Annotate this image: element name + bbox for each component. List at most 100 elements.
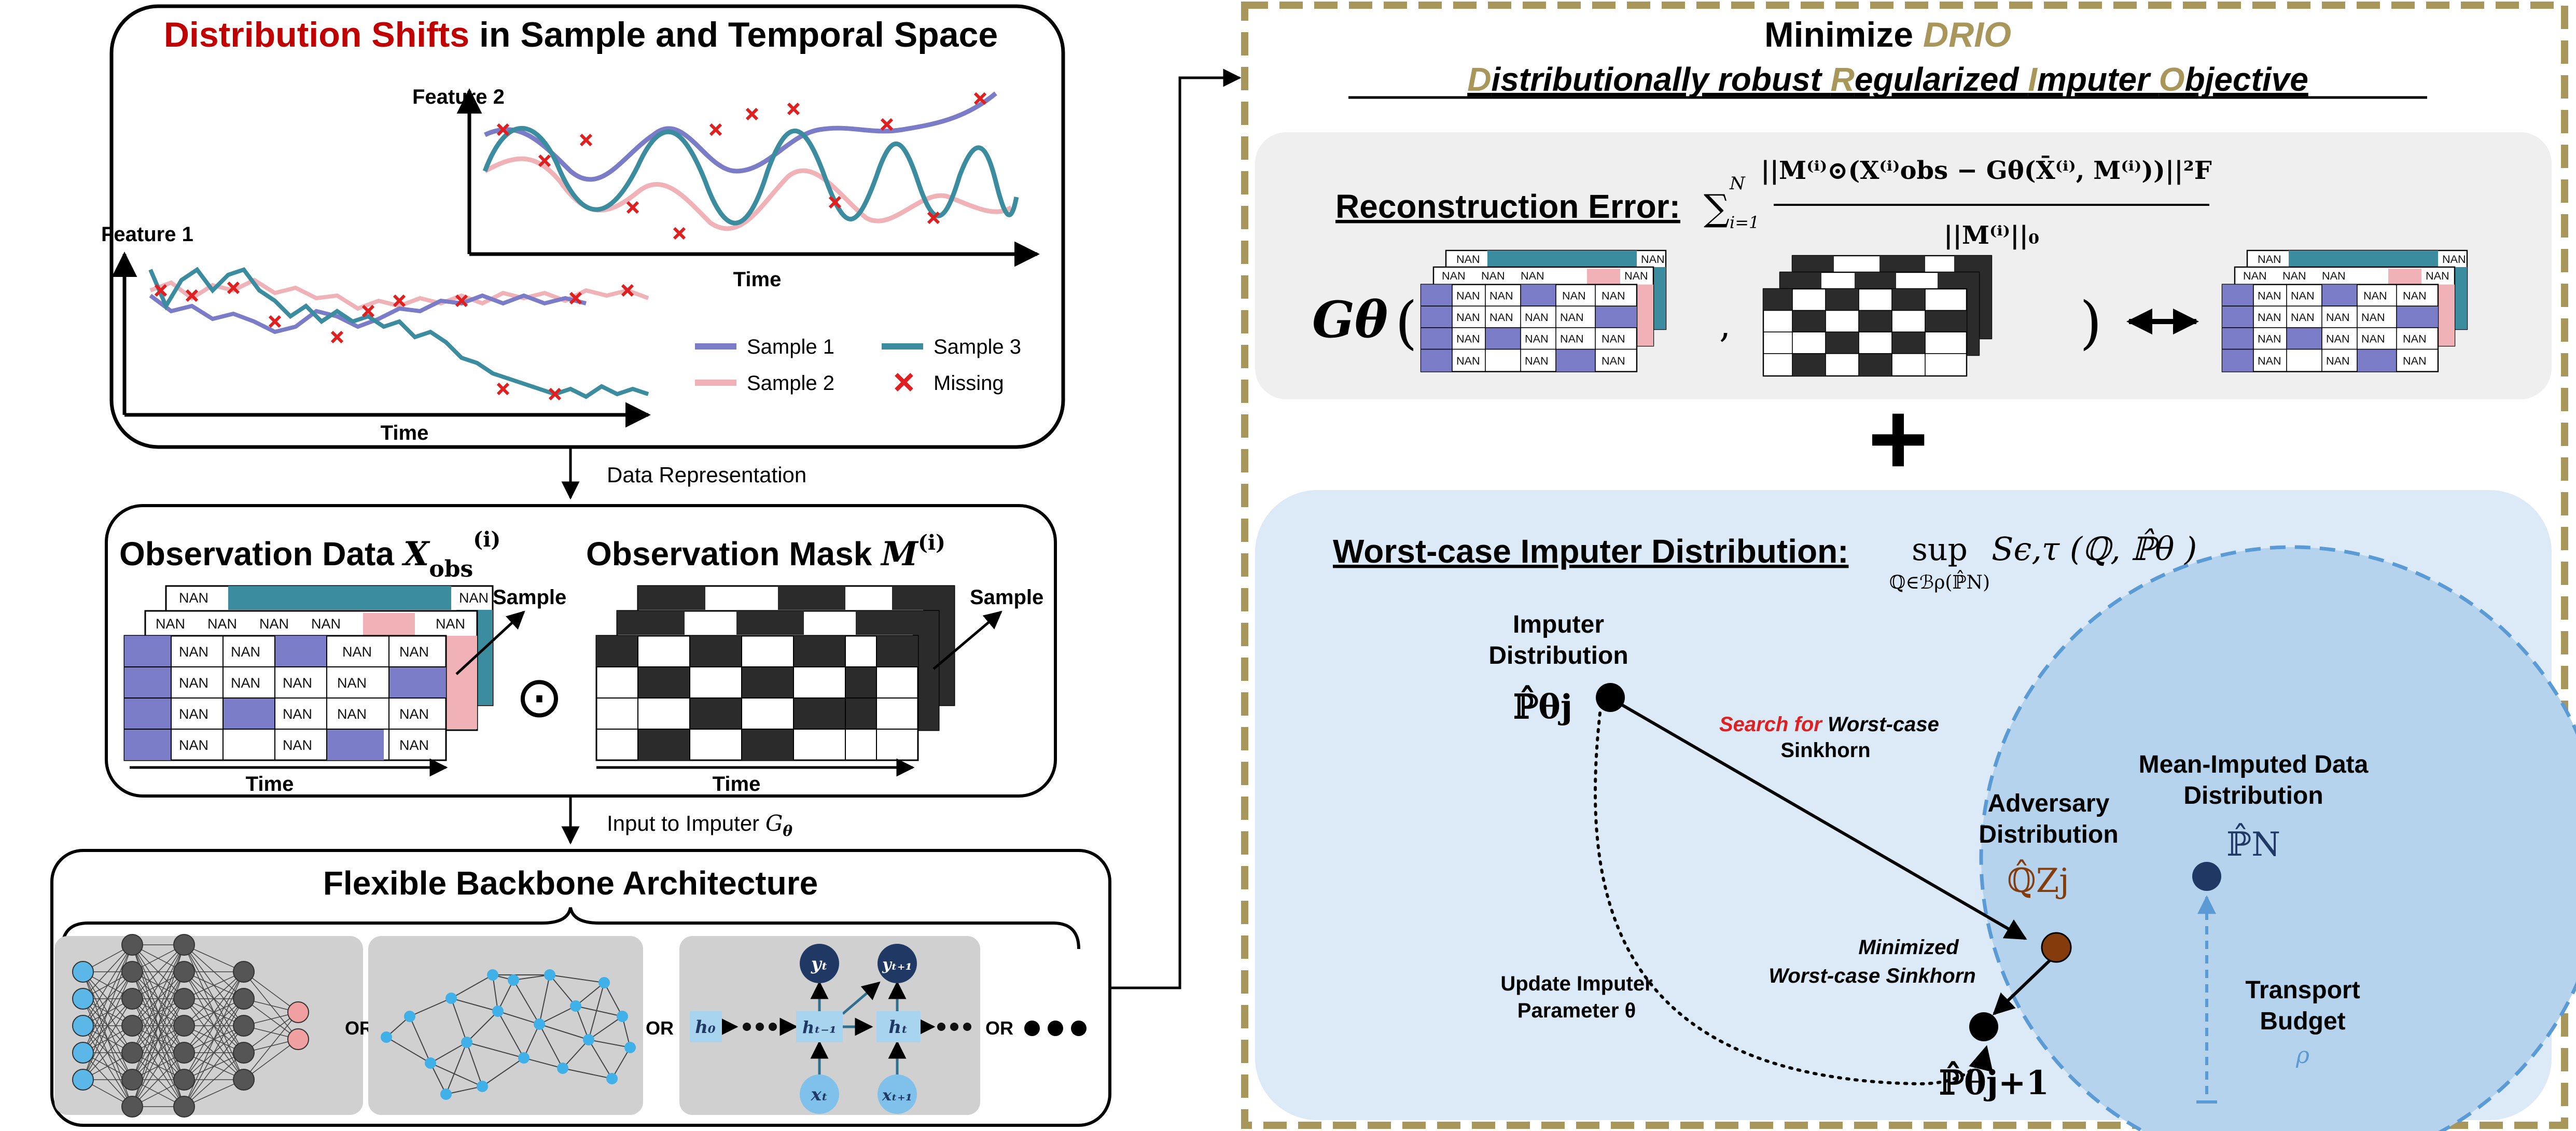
plus-sign: + [1868,381,1929,497]
graph-node [518,1052,530,1064]
rnn-ht-label: hₜ [888,1017,908,1038]
graph-node [487,969,498,981]
mlp-edge [184,971,244,1107]
mlp-edge [184,944,244,972]
graph-edge [466,1011,498,1043]
drio-subtitle: Distributionally robust Regularized Impu… [1467,61,2308,98]
graph-node [534,1018,545,1030]
svg-text:NAN: NAN [1525,332,1549,345]
transport-line1: Transport [2245,976,2360,1004]
mean-imputed-line2: Distribution [2183,782,2323,809]
graph-edge [562,1039,589,1069]
graph-node [606,1073,618,1084]
svg-text:NAN: NAN [337,706,367,722]
svg-text:NAN: NAN [2282,269,2306,282]
svg-text:NAN: NAN [2426,269,2449,282]
svg-text:NAN: NAN [283,675,312,691]
mlp-edge [132,944,185,1026]
svg-text:NAN: NAN [2258,354,2281,367]
svg-text:NAN: NAN [1602,354,1625,367]
svg-text:NAN: NAN [2361,332,2385,345]
graph-node [557,1063,568,1074]
svg-text:NAN: NAN [2258,253,2281,266]
graph-node [404,1011,415,1022]
svg-text:NAN: NAN [2258,289,2281,302]
graph-edge [611,1047,631,1079]
or-label-2: OR [646,1017,674,1039]
updated-imputer-point [1969,1012,1998,1041]
graph-edge [386,1037,431,1064]
mlp-architecture-icon [54,934,363,1118]
observation-panel: Observation Data Xobs(i) Observation Mas… [105,504,1057,798]
update-dotted-arrow [1594,711,1993,1086]
svg-text:NAN: NAN [1560,311,1584,324]
graph-node [598,977,610,988]
reconstruction-panel: Reconstruction Error: ∑ N i=1 ||M⁽ⁱ⁾⊙(X⁽… [1255,132,2552,399]
svg-text:NAN: NAN [1602,289,1625,302]
feature1-time-label: Time [381,422,429,444]
mlp-node [121,1015,143,1037]
imputer-point [1596,683,1625,712]
graph-node [461,1037,472,1048]
svg-text:NAN: NAN [1521,269,1544,282]
rnn-yt1-label: yₜ₊₁ [882,956,912,974]
svg-text:NAN: NAN [2442,253,2466,266]
legend: Sample 1 Sample 2 Sample 3 Missing [695,336,1021,395]
svg-text:NAN: NAN [1456,332,1480,345]
graph-node [624,1042,636,1053]
mlp-node [72,1069,94,1091]
drio-objective-panel: Minimize DRIO Distributionally robust Re… [1241,2,2576,1131]
mlp-edge [184,971,244,999]
svg-text:NAN: NAN [207,616,237,632]
graph-edge [575,1006,623,1017]
mlp-edge [82,944,133,1026]
mlp-node [173,988,195,1010]
svg-text:NAN: NAN [1602,332,1625,345]
graph-edge [539,1024,589,1040]
mlp-edge [184,971,244,1080]
graph-edge [492,974,498,1012]
mlp-edge [132,944,185,999]
sample-label: Sample [493,586,566,609]
svg-text:NAN: NAN [179,590,208,606]
mlp-edge [184,1052,244,1107]
graph-edge [430,1042,467,1064]
graph-node [425,1057,436,1069]
mlp-edge [184,971,244,1053]
graph-edge [562,1068,612,1079]
graph-node [544,969,555,981]
mlp-edge [132,1025,185,1107]
transport-line2: Budget [2260,1008,2345,1035]
minimize-arrow [1992,953,2058,1015]
graph-node [492,1006,504,1017]
sinkhorn-label: Sinkhorn [1780,739,1870,762]
graph-edge [513,974,550,981]
rnn-architecture-icon: h₀ hₜ₋₁ hₜ yₜ yₜ₊₁ xₜ xₜ₊₁ [679,936,980,1115]
graph-node [570,1000,581,1012]
obs-mask-grid [595,585,955,761]
svg-text:NAN: NAN [231,644,260,660]
svg-text:NAN: NAN [2361,311,2385,324]
adversary-line1: Adversary [1988,790,2110,817]
svg-text:NAN: NAN [2403,289,2427,302]
mlp-node [72,988,94,1010]
svg-text:NAN: NAN [1489,311,1513,324]
svg-text:NAN: NAN [311,616,341,632]
mean-imputed-line1: Mean-Imputed Data [2139,751,2369,778]
graph-edge [445,1042,467,1095]
mlp-node [233,1042,255,1064]
svg-text:NAN: NAN [2258,311,2281,324]
mlp-edge [184,971,244,1026]
rnn-xt1-label: xₜ₊₁ [882,1086,912,1105]
graph-edge [445,1086,483,1095]
p-theta-j1: ℙ̂θj+1 [1939,1061,2049,1102]
graph-edge [588,1039,631,1048]
graph-edge [451,974,493,999]
f1-sample2-line [149,277,649,311]
data-representation-label: Data Representation [607,463,806,487]
svg-text:NAN: NAN [342,644,372,660]
search-arrow [1617,701,2027,940]
odot-symbol: ⊙ [516,665,563,729]
svg-text:NAN: NAN [2291,311,2315,324]
